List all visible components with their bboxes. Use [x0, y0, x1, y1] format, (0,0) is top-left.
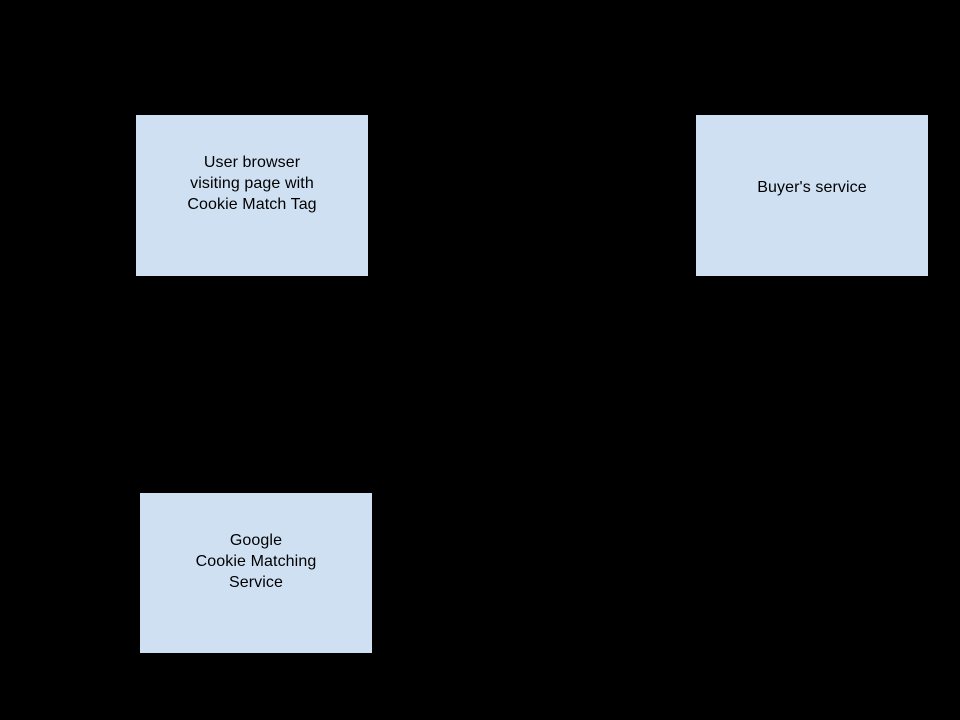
node-buyers-service[interactable]: Buyer's service — [696, 115, 928, 276]
node-user-browser-label: User browser visiting page with Cookie M… — [187, 154, 317, 213]
node-buyers-service-label: Buyer's service — [757, 179, 867, 196]
node-user-browser[interactable]: User browser visiting page with Cookie M… — [136, 115, 368, 276]
node-google-cookie-matching-service[interactable]: Google Cookie Matching Service — [140, 493, 372, 653]
node-google-cookie-matching-service-label: Google Cookie Matching Service — [195, 531, 317, 591]
